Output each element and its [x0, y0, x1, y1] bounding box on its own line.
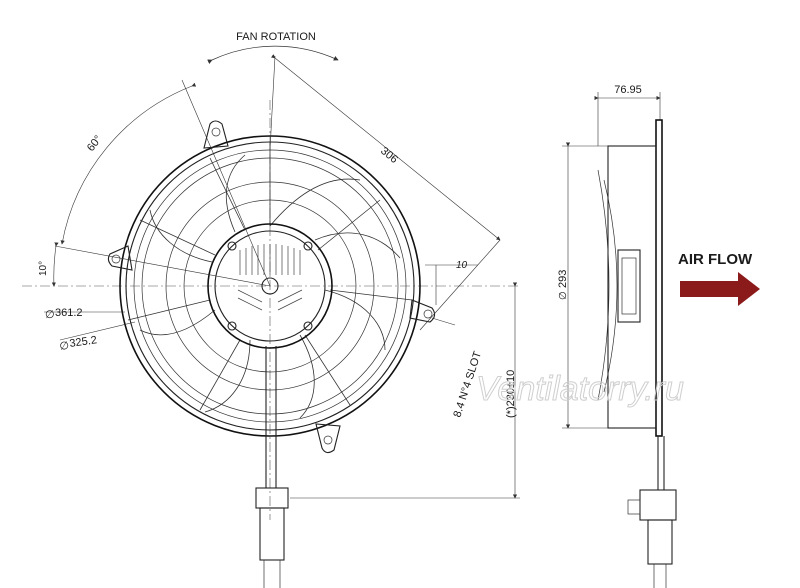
lug-right — [409, 299, 436, 323]
motor-cooling-fins — [237, 244, 303, 311]
dia-293-symbol: ∅ — [558, 291, 569, 300]
dia-361-symbol: ∅ — [45, 309, 55, 321]
lug-left — [107, 245, 133, 271]
side-connector-clip — [627, 499, 641, 515]
shaft — [261, 277, 279, 295]
connector-body — [255, 487, 289, 509]
dia-361-label: 361.2 — [55, 307, 83, 319]
angle-10-label: 10° — [38, 261, 49, 276]
dia-325-symbol: ∅ — [59, 340, 70, 353]
motor-hub-inner — [214, 230, 326, 342]
side-connector — [639, 489, 677, 521]
angle-60-arc — [60, 82, 197, 245]
watermark: Ventilatorry.ru — [476, 370, 684, 408]
hub-screw-4 — [303, 321, 313, 331]
side-shroud — [607, 145, 657, 429]
hub-screw-2 — [303, 241, 313, 251]
air-flow-arrow — [680, 272, 760, 306]
side-blade-profile — [597, 169, 610, 401]
power-cable — [255, 346, 289, 588]
connector-housing — [259, 507, 285, 561]
depth-label: 76.95 — [614, 84, 642, 96]
mounting-lugs — [107, 120, 436, 454]
side-connector-housing — [647, 519, 673, 565]
leader-325 — [59, 321, 136, 341]
lug-bottom — [315, 423, 341, 454]
angle-60-label: 60° — [85, 133, 105, 154]
fan-rotation-label: FAN ROTATION — [236, 31, 316, 43]
hub-screw-1 — [227, 241, 237, 251]
dia-325-label: 325.2 — [69, 334, 98, 350]
dim-306-label: 306 — [378, 145, 400, 166]
lug-top — [203, 120, 229, 149]
motor-hub-outer — [207, 223, 333, 349]
leader-slot — [431, 317, 456, 326]
dia-293-label: 293 — [557, 270, 569, 288]
outer-ring — [119, 135, 421, 437]
angle-10-arc — [51, 242, 59, 287]
side-label-plate — [621, 257, 637, 315]
air-flow-label: AIR FLOW — [678, 251, 753, 268]
dim-306-ext — [419, 239, 501, 331]
side-motor — [617, 249, 641, 323]
front-view — [22, 45, 520, 588]
dim-306-line — [270, 54, 501, 241]
side-blade-profile-2 — [603, 179, 618, 393]
angle-ref-line-1 — [181, 79, 271, 287]
dim-230-label: (*)230±10 — [505, 370, 517, 418]
hub-screw-3 — [227, 321, 237, 331]
dim-10-label: 10 — [456, 260, 468, 271]
angle-ref-line-2 — [54, 245, 271, 287]
side-view — [562, 92, 677, 588]
